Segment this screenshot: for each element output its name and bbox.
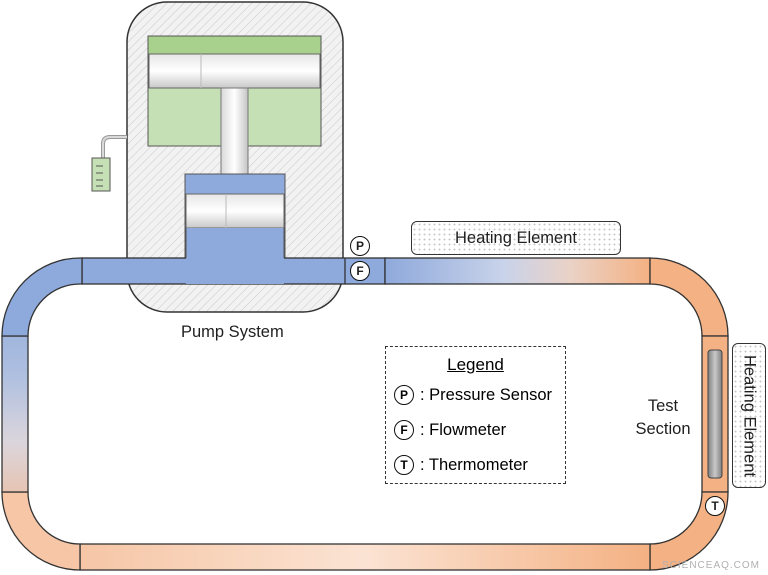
legend-label-pressure: : Pressure Sensor <box>420 385 553 404</box>
pressure-sensor-symbol: P <box>355 239 364 253</box>
pipe-top-right <box>384 257 651 285</box>
vent-tube <box>101 135 127 160</box>
flowmeter-symbol: F <box>356 264 364 278</box>
heating-element-top: Heating Element <box>411 221 621 255</box>
heating-element-side: Heating Element <box>732 343 766 488</box>
pipe-corner-top-right <box>649 257 729 337</box>
thermometer-symbol: T <box>711 499 719 513</box>
pipe-bottom <box>79 543 651 571</box>
upper-cylinder-top-band <box>147 35 322 55</box>
upper-piston <box>148 53 321 89</box>
test-section-rod <box>707 349 723 479</box>
flowmeter-legend-icon: F <box>394 420 414 440</box>
test-section-label: Test Section <box>628 395 698 441</box>
legend-title: Legend <box>447 355 504 374</box>
legend-label-flow: : Flowmeter <box>420 420 507 439</box>
legend-symbol-p: P <box>399 388 408 402</box>
pipe-corner-bottom-left <box>1 491 81 571</box>
legend-symbol-f: F <box>400 423 408 437</box>
heating-element-top-label: Heating Element <box>455 228 577 247</box>
heating-element-side-label: Heating Element <box>740 354 759 477</box>
legend-symbol-t: T <box>400 458 408 472</box>
thermometer-icon: T <box>705 496 725 516</box>
pipe-left <box>1 335 29 493</box>
watermark: SCIENCEAQ.COM <box>661 560 760 571</box>
legend-label-thermo: : Thermometer <box>420 455 528 474</box>
pipe-corner-top-left <box>1 257 83 337</box>
pump-system-label: Pump System <box>181 323 284 341</box>
test-section-line2: Section <box>635 420 691 438</box>
legend-item-thermo: T : Thermometer <box>394 455 528 475</box>
legend-item-pressure: P : Pressure Sensor <box>394 385 552 405</box>
pressure-legend-icon: P <box>394 385 414 405</box>
pump-outlet <box>186 228 284 284</box>
legend-item-flow: F : Flowmeter <box>394 420 506 440</box>
legend: Legend P : Pressure Sensor F : Flowmeter… <box>385 346 566 484</box>
flowmeter-icon: F <box>350 261 370 281</box>
pressure-sensor-icon: P <box>350 236 370 256</box>
test-section-line1: Test <box>647 397 679 415</box>
thermometer-legend-icon: T <box>394 455 414 475</box>
lower-piston <box>185 193 285 229</box>
